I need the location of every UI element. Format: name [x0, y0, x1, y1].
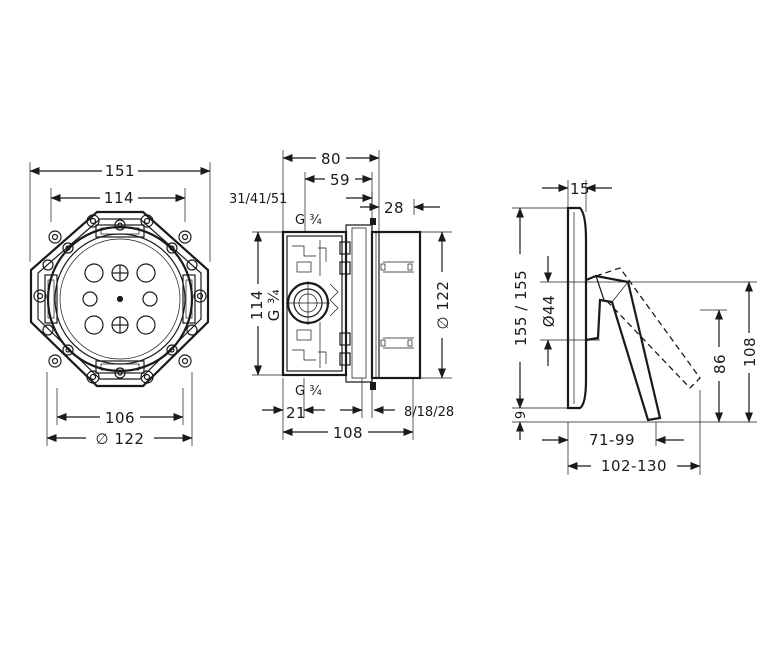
dim-label-44: Ø44 — [540, 295, 558, 327]
dim-label-114: 114 — [104, 189, 134, 207]
dim-label-108: 108 — [333, 424, 363, 442]
dim-label-86: 86 — [711, 354, 729, 374]
mounting-lugs — [33, 214, 207, 384]
knockout-pattern — [82, 263, 158, 335]
dim-depth-body: 59 — [304, 169, 373, 189]
dim-base-offset: 9 — [514, 395, 529, 440]
mixer-lever-alternate — [595, 267, 701, 389]
dim-overall-width: 151 — [29, 160, 211, 180]
side-connection-label: G ¾ — [265, 289, 283, 321]
side-view: 80 59 31/41/51 28 G ¾ — [229, 148, 454, 442]
front-extension-lines — [29, 162, 211, 446]
box-body — [281, 224, 373, 383]
dim-bottom-width: 106 — [56, 407, 184, 427]
dim-label-108-mixer: 108 — [741, 337, 759, 367]
dim-plate-size: 155 / 155 — [510, 207, 532, 409]
mixer-plate — [566, 206, 588, 410]
cover-plate — [370, 218, 422, 390]
dim-depth-total: 80 — [282, 148, 380, 168]
dim-label-151: 151 — [105, 162, 135, 180]
dim-inner-width: 114 — [50, 188, 186, 207]
dim-label-106: 106 — [105, 409, 135, 427]
bottom-connection-label: G ¾ — [295, 384, 322, 399]
dim-total-reach: 102-130 — [567, 456, 701, 475]
mixer-view: 15 155 / 155 Ø44 — [510, 180, 761, 475]
dim-label-28: 28 — [384, 199, 404, 217]
dim-label-31-41-51: 31/41/51 — [229, 192, 287, 207]
dim-label-15: 15 — [570, 180, 590, 198]
dim-label-cover-122: ∅ 122 — [434, 281, 452, 330]
dim-label-155-155: 155 / 155 — [512, 270, 530, 346]
dim-lever-height: 86 — [709, 309, 731, 423]
dim-label-71-99: 71-99 — [589, 431, 635, 449]
top-connection-label: G ¾ — [295, 213, 322, 228]
dim-label-59: 59 — [330, 171, 350, 189]
front-view: 151 114 — [29, 160, 211, 448]
dim-label-8-18-28: 8/18/28 — [404, 405, 454, 420]
dim-total-height: 108 — [739, 281, 761, 423]
dim-label-diameter-122: ∅ 122 — [96, 430, 145, 448]
dim-hub-diameter: Ø44 — [538, 256, 560, 366]
dim-extension-options: 31/41/51 — [229, 192, 373, 207]
dim-length: 108 — [282, 422, 414, 442]
dim-front-offset: 21 — [262, 404, 325, 422]
mixer-lever — [585, 274, 662, 422]
dim-lever-reach: 71-99 — [542, 431, 684, 449]
dim-cover-offset: 28 — [360, 199, 440, 217]
dim-cover-diameter: ∅ 122 — [432, 231, 454, 379]
dim-label-102-130: 102-130 — [601, 457, 667, 475]
dim-cover-thickness: 8/18/28 — [340, 405, 454, 420]
dim-height: 114 G ¾ — [247, 231, 283, 376]
dim-label-9: 9 — [514, 411, 529, 419]
dim-label-80: 80 — [321, 150, 341, 168]
dim-plate-thickness: 15 — [542, 180, 612, 198]
dim-label-114-side: 114 — [248, 290, 266, 320]
dim-label-21: 21 — [286, 404, 306, 422]
dim-diameter: ∅ 122 — [46, 428, 193, 448]
